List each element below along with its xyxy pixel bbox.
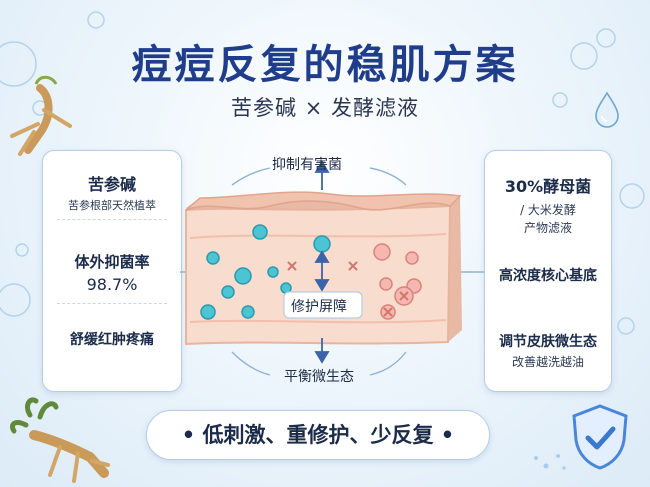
right-item1-title: 30%酵母菌 bbox=[504, 177, 592, 196]
ginseng-plant-icon bbox=[10, 397, 110, 483]
sparkle-dots-icon bbox=[534, 454, 566, 470]
page-title: 痘痘反复的稳肌方案 bbox=[131, 41, 519, 88]
skin-block-front bbox=[185, 204, 452, 346]
label-repair-barrier: 修护屏障 bbox=[291, 299, 347, 315]
left-info-card: 苦参碱 苦参根部天然植萃 体外抑菌率 98.7% 舒缓红肿疼痛 bbox=[42, 150, 182, 392]
right-item1-desc-line2: 产物滤液 bbox=[523, 221, 572, 235]
water-drop-icon bbox=[595, 91, 619, 128]
left-item2-title: 体外抑菌率 bbox=[74, 253, 150, 271]
label-inhibit-bacteria: 抑制有害菌 bbox=[272, 157, 342, 173]
left-item2-value: 98.7% bbox=[86, 275, 138, 294]
right-item1-desc-line1: / 大米发酵 bbox=[520, 203, 576, 217]
page-subtitle: 苦参碱 × 发酵滤液 bbox=[231, 96, 419, 120]
left-item1-desc: 苦参根部天然植萃 bbox=[68, 199, 156, 212]
benefits-banner: • 低刺激、重修护、少反复 • bbox=[146, 410, 490, 460]
beneficial-bacteria bbox=[200, 224, 331, 320]
label-balance-microbiome: 平衡微生态 bbox=[284, 369, 354, 385]
right-item2-title: 高浓度核心基底 bbox=[499, 268, 597, 284]
x-mark-icon bbox=[287, 261, 409, 317]
left-item1-title: 苦参碱 bbox=[87, 175, 136, 194]
divider bbox=[57, 219, 167, 220]
right-info-card: 30%酵母菌 / 大米发酵 产物滤液 高浓度核心基底 调节皮肤微生态 改善越洗越… bbox=[484, 150, 612, 392]
right-item3-desc: 改善越洗越油 bbox=[511, 355, 584, 369]
right-item3-title: 调节皮肤微生态 bbox=[499, 334, 597, 350]
left-item3-title: 舒缓红肿疼痛 bbox=[70, 332, 154, 348]
ginseng-root-icon bbox=[10, 75, 72, 156]
divider bbox=[57, 303, 167, 304]
shield-check-icon bbox=[572, 404, 628, 470]
